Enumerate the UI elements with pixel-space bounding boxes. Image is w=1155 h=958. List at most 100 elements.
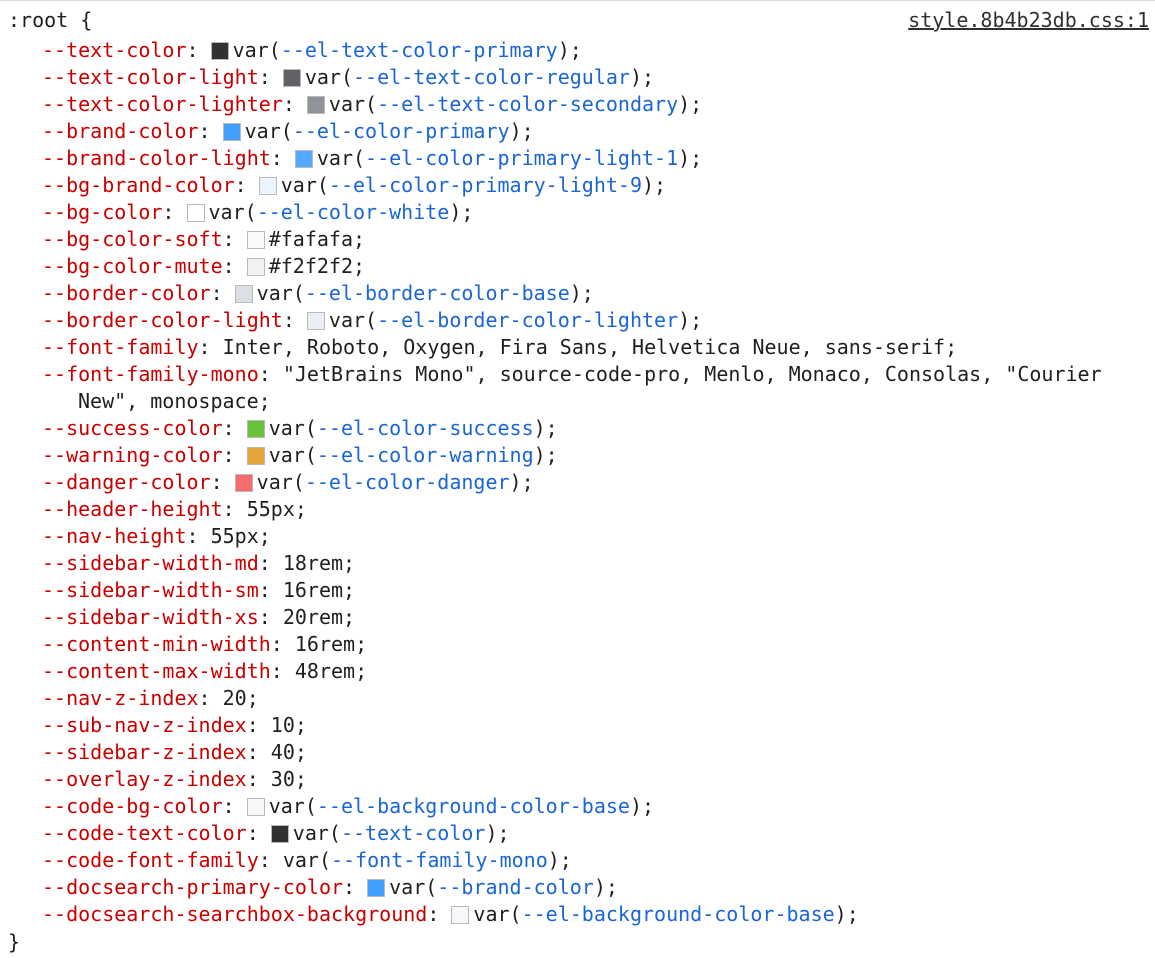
property-name[interactable]: --code-bg-color xyxy=(42,794,223,818)
css-declaration[interactable]: --code-font-family: var(--font-family-mo… xyxy=(0,847,1155,874)
property-name[interactable]: --nav-z-index xyxy=(42,686,199,710)
property-name[interactable]: --bg-brand-color xyxy=(42,173,235,197)
property-name[interactable]: --code-text-color xyxy=(42,821,247,845)
css-declaration[interactable]: --brand-color: var(--el-color-primary); xyxy=(0,118,1155,145)
property-value[interactable]: 16rem; xyxy=(282,578,356,602)
color-swatch-icon[interactable] xyxy=(270,825,289,843)
property-value[interactable]: 18rem; xyxy=(282,551,356,575)
color-swatch-icon[interactable] xyxy=(367,879,386,897)
property-value[interactable]: 10; xyxy=(270,713,307,737)
property-name[interactable]: --content-min-width xyxy=(42,632,271,656)
property-value[interactable]: 20; xyxy=(222,686,259,710)
color-swatch-icon[interactable] xyxy=(246,420,265,438)
property-name[interactable]: --brand-color-light xyxy=(42,146,271,170)
color-swatch-icon[interactable] xyxy=(246,231,265,249)
property-name[interactable]: --docsearch-searchbox-background xyxy=(42,902,428,926)
css-declaration[interactable]: --code-bg-color: var(--el-background-col… xyxy=(0,793,1155,820)
css-declaration[interactable]: --docsearch-searchbox-background: var(--… xyxy=(0,901,1155,928)
color-swatch-icon[interactable] xyxy=(282,69,301,87)
variable-reference[interactable]: --el-color-warning xyxy=(316,443,534,467)
css-declaration[interactable]: --content-max-width: 48rem; xyxy=(0,658,1155,685)
property-name[interactable]: --text-color xyxy=(42,38,187,62)
rule-selector[interactable]: :root { xyxy=(8,8,93,32)
property-value[interactable]: #f2f2f2; xyxy=(268,254,366,278)
property-name[interactable]: --bg-color xyxy=(42,200,163,224)
css-declaration[interactable]: --code-text-color: var(--text-color); xyxy=(0,820,1155,847)
property-name[interactable]: --font-family-mono xyxy=(42,362,259,386)
variable-reference[interactable]: --font-family-mono xyxy=(331,848,548,872)
color-swatch-icon[interactable] xyxy=(306,96,325,114)
color-swatch-icon[interactable] xyxy=(246,447,265,465)
css-declaration[interactable]: --danger-color: var(--el-color-danger); xyxy=(0,469,1155,496)
css-declaration[interactable]: --sub-nav-z-index: 10; xyxy=(0,712,1155,739)
color-swatch-icon[interactable] xyxy=(246,798,265,816)
css-declaration[interactable]: --font-family-mono: "JetBrains Mono", so… xyxy=(0,361,1155,415)
property-name[interactable]: --text-color-light xyxy=(42,65,259,89)
css-declaration[interactable]: --sidebar-width-xs: 20rem; xyxy=(0,604,1155,631)
property-value[interactable]: #fafafa; xyxy=(268,227,366,251)
property-name[interactable]: --sidebar-width-md xyxy=(42,551,259,575)
variable-reference[interactable]: --el-color-primary-light-1 xyxy=(365,146,679,170)
css-declaration[interactable]: --bg-color-soft: #fafafa; xyxy=(0,226,1155,253)
css-declaration[interactable]: --nav-height: 55px; xyxy=(0,523,1155,550)
css-declaration[interactable]: --border-color-light: var(--el-border-co… xyxy=(0,307,1155,334)
css-declaration[interactable]: --nav-z-index: 20; xyxy=(0,685,1155,712)
variable-reference[interactable]: --el-color-white xyxy=(256,200,450,224)
color-swatch-icon[interactable] xyxy=(258,177,277,195)
property-value[interactable]: 55px; xyxy=(246,497,307,521)
css-declaration[interactable]: --header-height: 55px; xyxy=(0,496,1155,523)
property-name[interactable]: --nav-height xyxy=(42,524,187,548)
variable-reference[interactable]: --el-text-color-secondary xyxy=(377,92,679,116)
css-declaration[interactable]: --overlay-z-index: 30; xyxy=(0,766,1155,793)
variable-reference[interactable]: --el-color-success xyxy=(316,416,534,440)
property-name[interactable]: --sidebar-width-xs xyxy=(42,605,259,629)
css-declaration[interactable]: --text-color-lighter: var(--el-text-colo… xyxy=(0,91,1155,118)
color-swatch-icon[interactable] xyxy=(294,150,313,168)
property-name[interactable]: --bg-color-mute xyxy=(42,254,223,278)
property-name[interactable]: --sidebar-z-index xyxy=(42,740,247,764)
color-swatch-icon[interactable] xyxy=(234,474,253,492)
css-declaration[interactable]: --font-family: Inter, Roboto, Oxygen, Fi… xyxy=(0,334,1155,361)
property-value[interactable]: "JetBrains Mono", source-code-pro, Menlo… xyxy=(282,362,1102,386)
css-declaration[interactable]: --bg-color: var(--el-color-white); xyxy=(0,199,1155,226)
css-declaration[interactable]: --warning-color: var(--el-color-warning)… xyxy=(0,442,1155,469)
variable-reference[interactable]: --el-border-color-base xyxy=(304,281,570,305)
css-declaration[interactable]: --border-color: var(--el-border-color-ba… xyxy=(0,280,1155,307)
css-declaration[interactable]: --sidebar-z-index: 40; xyxy=(0,739,1155,766)
css-declaration[interactable]: --text-color-light: var(--el-text-color-… xyxy=(0,64,1155,91)
property-name[interactable]: --sidebar-width-sm xyxy=(42,578,259,602)
color-swatch-icon[interactable] xyxy=(222,123,241,141)
property-value[interactable]: 55px; xyxy=(210,524,271,548)
color-swatch-icon[interactable] xyxy=(246,258,265,276)
variable-reference[interactable]: --el-text-color-regular xyxy=(353,65,630,89)
property-name[interactable]: --success-color xyxy=(42,416,223,440)
variable-reference[interactable]: --el-border-color-lighter xyxy=(377,308,679,332)
property-name[interactable]: --font-family xyxy=(42,335,199,359)
property-value[interactable]: 16rem; xyxy=(294,632,368,656)
variable-reference[interactable]: --el-color-danger xyxy=(304,470,510,494)
css-declaration[interactable]: --docsearch-primary-color: var(--brand-c… xyxy=(0,874,1155,901)
property-name[interactable]: --brand-color xyxy=(42,119,199,143)
css-declaration[interactable]: --sidebar-width-md: 18rem; xyxy=(0,550,1155,577)
variable-reference[interactable]: --el-color-primary xyxy=(292,119,510,143)
color-swatch-icon[interactable] xyxy=(186,204,205,222)
color-swatch-icon[interactable] xyxy=(306,312,325,330)
css-declaration[interactable]: --bg-brand-color: var(--el-color-primary… xyxy=(0,172,1155,199)
variable-reference[interactable]: --el-color-primary-light-9 xyxy=(328,173,642,197)
property-value[interactable]: Inter, Roboto, Oxygen, Fira Sans, Helvet… xyxy=(222,335,958,359)
property-name[interactable]: --code-font-family xyxy=(42,848,259,872)
css-declaration[interactable]: --content-min-width: 16rem; xyxy=(0,631,1155,658)
property-name[interactable]: --overlay-z-index xyxy=(42,767,247,791)
stylesheet-source-link[interactable]: style.8b4b23db.css:1 xyxy=(908,8,1149,32)
css-declaration[interactable]: --success-color: var(--el-color-success)… xyxy=(0,415,1155,442)
variable-reference[interactable]: --el-background-color-base xyxy=(316,794,630,818)
property-name[interactable]: --content-max-width xyxy=(42,659,271,683)
css-declaration[interactable]: --text-color: var(--el-text-color-primar… xyxy=(0,37,1155,64)
variable-reference[interactable]: --el-background-color-base xyxy=(521,902,835,926)
css-declaration[interactable]: --brand-color-light: var(--el-color-prim… xyxy=(0,145,1155,172)
property-value[interactable]: 48rem; xyxy=(294,659,368,683)
property-name[interactable]: --header-height xyxy=(42,497,223,521)
property-value[interactable]: 20rem; xyxy=(282,605,356,629)
property-name[interactable]: --sub-nav-z-index xyxy=(42,713,247,737)
color-swatch-icon[interactable] xyxy=(234,285,253,303)
